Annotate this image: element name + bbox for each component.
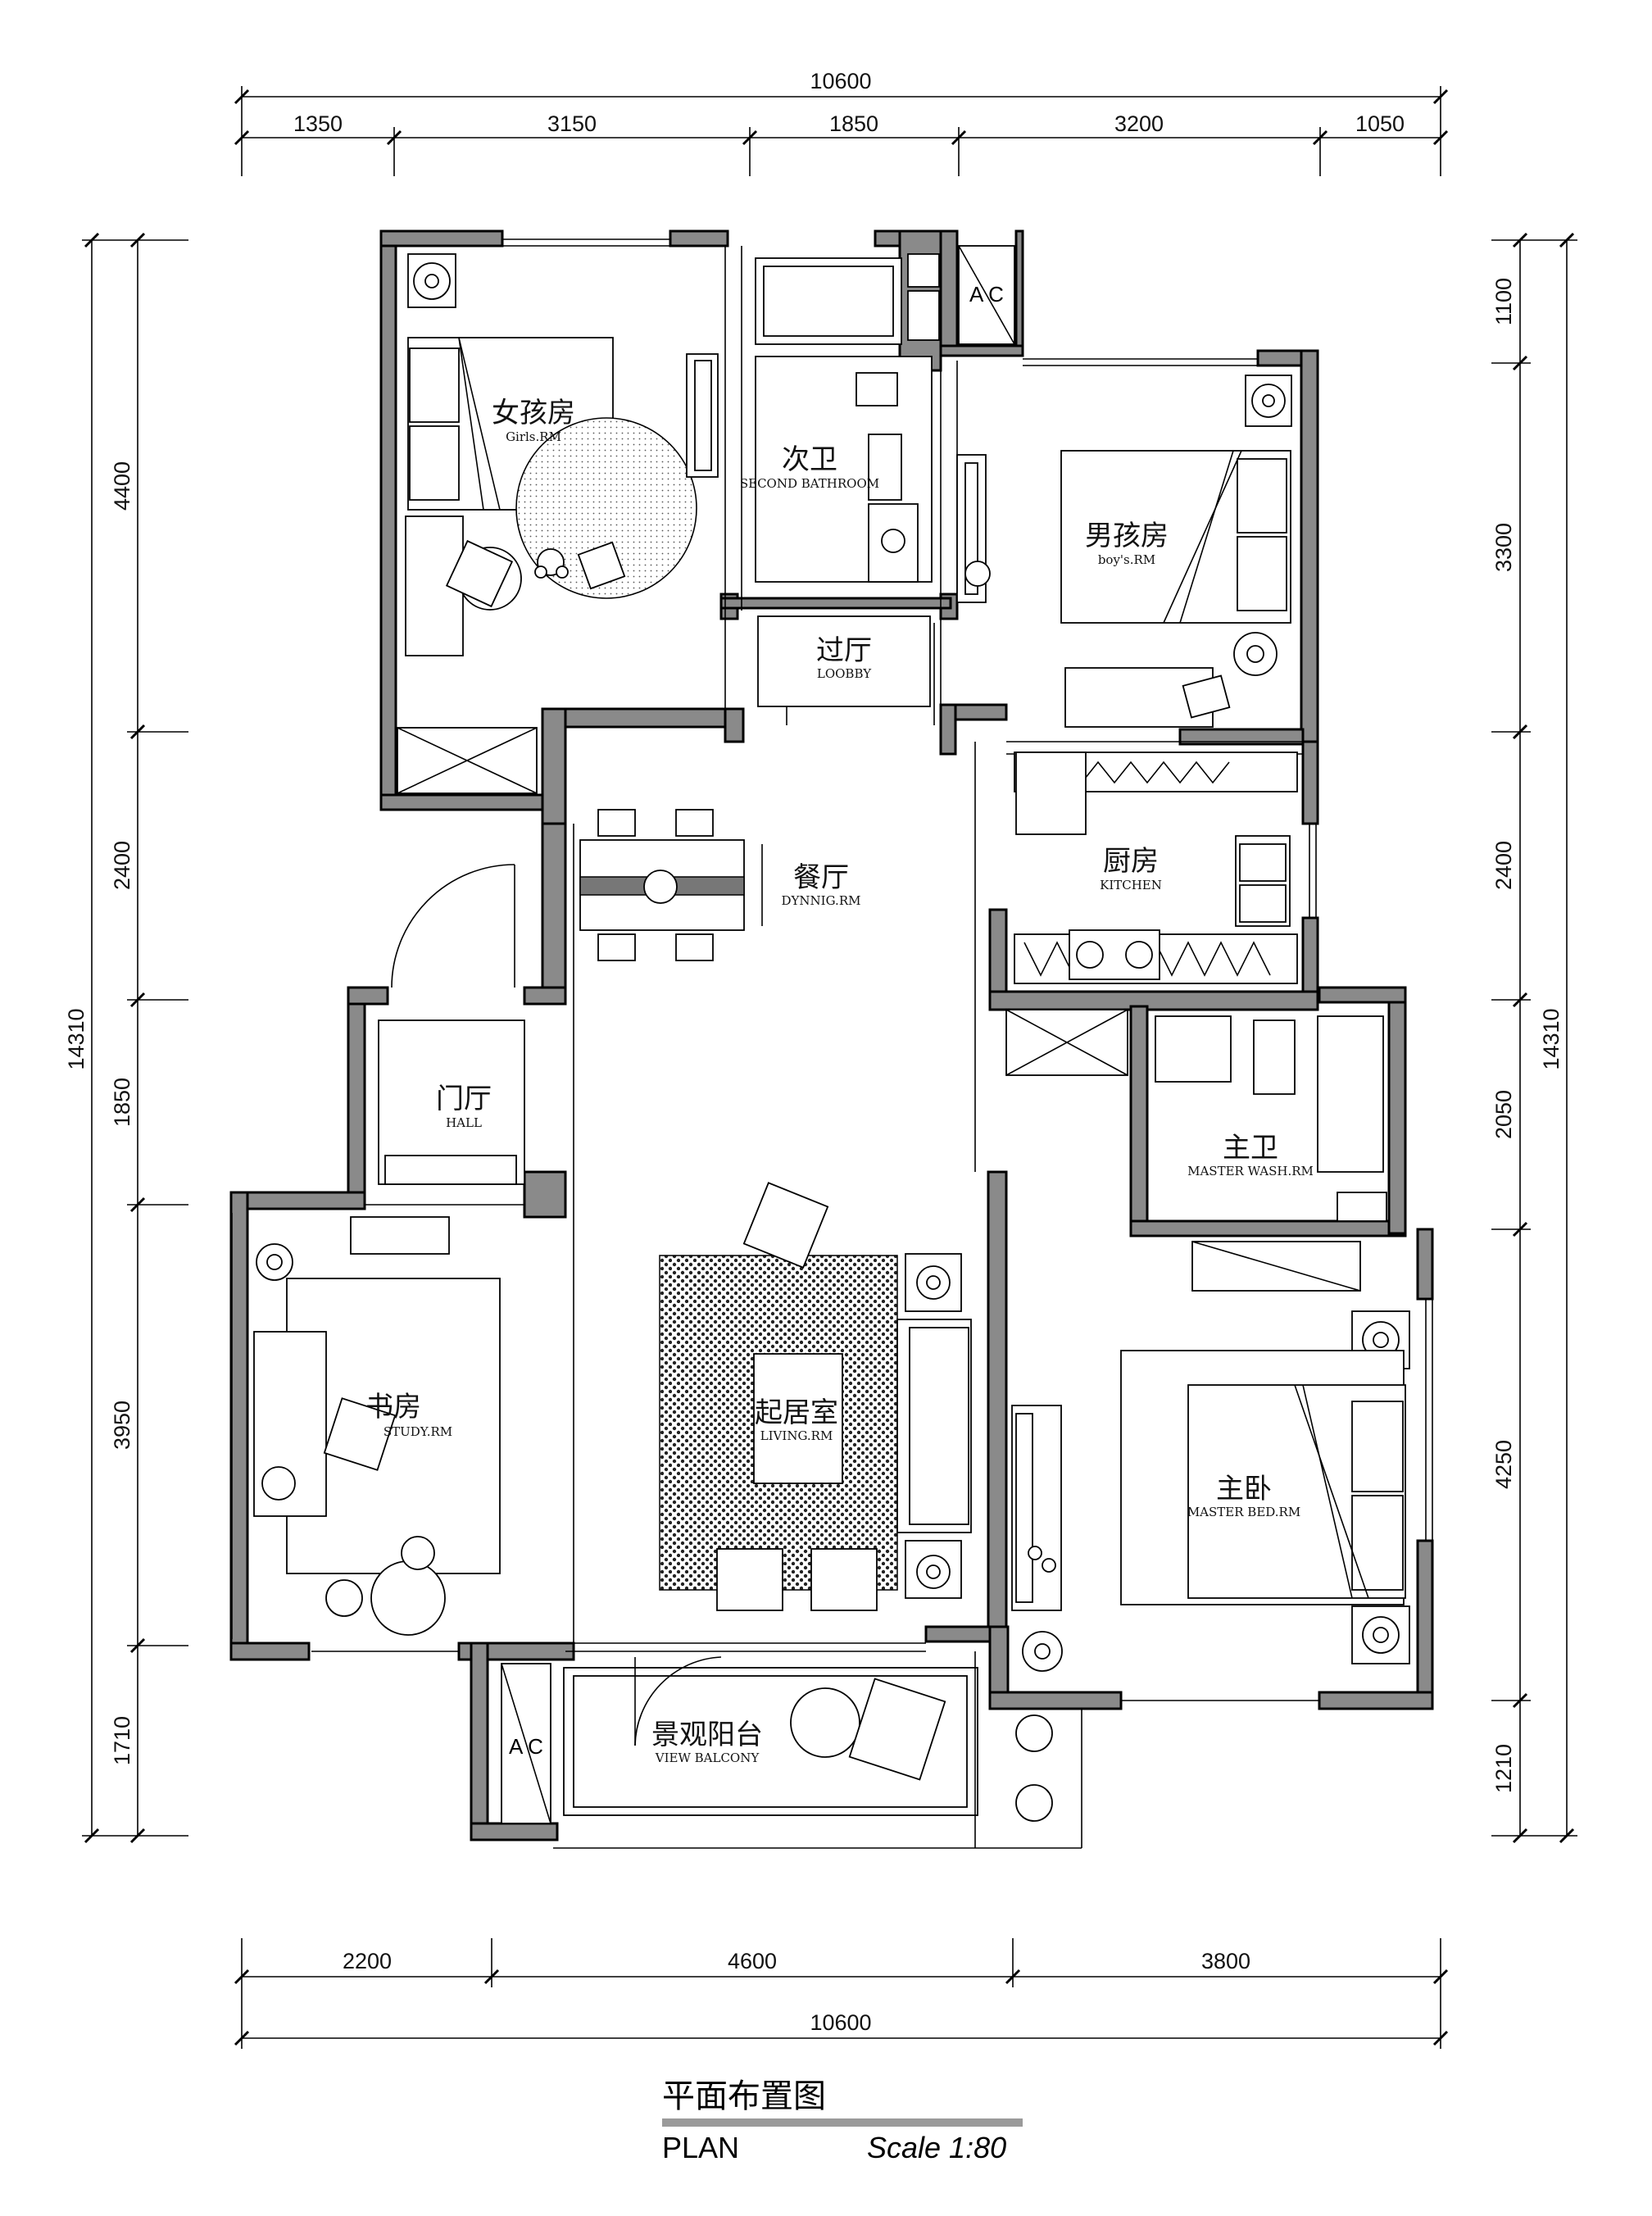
kitchen-fixtures	[1014, 752, 1298, 984]
ac-unit-top-label: A C	[969, 282, 1004, 307]
study-label-en: STUDY.RM	[384, 1424, 452, 1439]
girls-room-label-en: Girls.RM	[506, 429, 561, 444]
ac-unit-bottom: A C	[501, 1663, 551, 1824]
balcony-label-en: VIEW BALCONY	[655, 1751, 760, 1765]
dim-bottom-seg-2: 4600	[728, 1949, 777, 1973]
boys-room-label: 男孩房	[1085, 520, 1169, 552]
dim-right-seg-6: 1210	[1491, 1744, 1516, 1793]
girls-room-furniture	[397, 253, 719, 794]
lobby-area	[757, 615, 931, 707]
master-bedroom-label: 主卧	[1216, 1473, 1272, 1505]
second-bathroom-fixtures	[755, 253, 940, 583]
hall-fixtures	[378, 864, 525, 1185]
lobby-label: 过厅	[816, 634, 872, 667]
dimension-top	[234, 86, 1449, 176]
dim-top-seg-3: 1850	[829, 111, 878, 136]
dim-left-seg-5: 1710	[110, 1716, 134, 1765]
hall-label-en: HALL	[446, 1115, 482, 1130]
dim-bottom-seg-3: 3800	[1201, 1949, 1250, 1973]
ac-unit-top: A C	[958, 245, 1015, 345]
dining-label: 餐厅	[793, 861, 849, 894]
living-room-label-en: LIVING.RM	[760, 1428, 833, 1443]
lobby-label-en: LOOBBY	[817, 666, 872, 681]
balcony-furniture	[553, 1651, 1082, 1849]
dim-left-seg-1: 4400	[110, 461, 134, 511]
dining-furniture	[579, 809, 763, 961]
master-bedroom-label-en: MASTER BED.RM	[1187, 1505, 1300, 1519]
dim-top-seg-2: 3150	[547, 111, 597, 136]
dim-top-seg-4: 3200	[1114, 111, 1164, 136]
dim-left-seg-3: 1850	[110, 1078, 134, 1127]
dim-bottom-seg-1: 2200	[343, 1949, 392, 1973]
dim-bottom-total: 10600	[810, 2010, 871, 2035]
dim-right-seg-5: 4250	[1491, 1440, 1516, 1489]
dim-top-seg-1: 1350	[293, 111, 343, 136]
dimension-bottom	[234, 1938, 1449, 2049]
dim-left-seg-2: 2400	[110, 841, 134, 890]
ac-unit-bottom-label: A C	[509, 1734, 543, 1759]
boys-room-furniture	[956, 375, 1292, 728]
master-wash-fixtures	[1005, 1009, 1387, 1222]
dimension-left	[82, 232, 188, 1844]
dim-right-seg-1: 1100	[1491, 278, 1516, 325]
master-wash-label: 主卫	[1223, 1132, 1278, 1165]
dim-right-seg-2: 3300	[1491, 523, 1516, 572]
second-bathroom-label-en: SECOND BATHROOM	[740, 476, 879, 491]
window-and-partition-lines	[231, 238, 1433, 1701]
kitchen-label-en: KITCHEN	[1100, 878, 1162, 892]
dim-left-total: 14310	[64, 1008, 88, 1069]
hall-label: 门厅	[436, 1083, 492, 1115]
title-underline	[662, 2118, 1023, 2127]
kitchen-label: 厨房	[1103, 845, 1159, 878]
drawing-title: 平面布置图	[662, 2078, 826, 2115]
dining-label-en: DYNNIG.RM	[782, 893, 861, 908]
dim-right-seg-4: 2050	[1491, 1090, 1516, 1139]
dim-top-seg-5: 1050	[1355, 111, 1405, 136]
dim-top-total: 10600	[810, 69, 871, 93]
walls	[229, 229, 1434, 1841]
study-furniture	[253, 1216, 501, 1636]
living-room-label: 起居室	[755, 1396, 838, 1429]
boys-room-label-en: boy's.RM	[1098, 552, 1155, 567]
master-wash-label-en: MASTER WASH.RM	[1187, 1164, 1314, 1178]
dim-right-seg-3: 2400	[1491, 841, 1516, 890]
drawing-scale: Scale 1:80	[867, 2131, 1007, 2164]
dim-right-total: 14310	[1539, 1008, 1564, 1069]
dim-left-seg-4: 3950	[110, 1401, 134, 1450]
girls-room-label: 女孩房	[492, 397, 575, 429]
second-bathroom-label: 次卫	[782, 443, 837, 476]
balcony-label: 景观阳台	[651, 1719, 763, 1751]
master-bedroom-furniture	[1011, 1241, 1410, 1672]
study-label: 书房	[365, 1391, 421, 1424]
dimension-right	[1491, 232, 1577, 1844]
living-room-furniture	[659, 1182, 972, 1611]
drawing-title-en: PLAN	[662, 2131, 740, 2164]
